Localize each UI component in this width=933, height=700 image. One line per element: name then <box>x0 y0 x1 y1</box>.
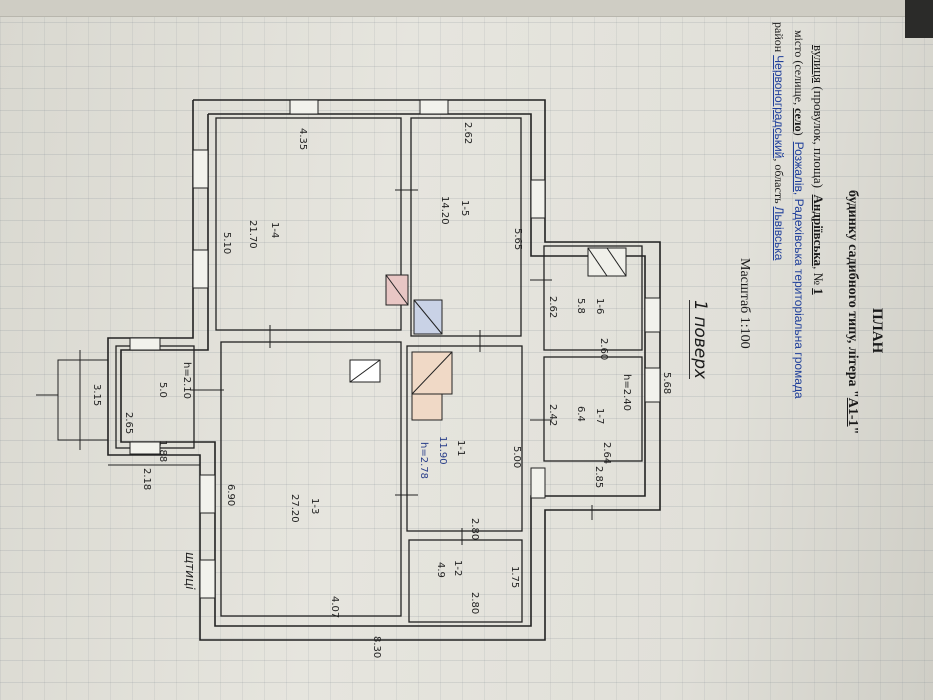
room-walls <box>115 117 643 623</box>
room-1-2-height: 1.75 <box>509 566 520 588</box>
room-1-6-area: 5.8 <box>575 298 586 314</box>
room-1-1-id: 1-1 <box>455 440 466 456</box>
room-1-1-area: 11.90 <box>437 436 448 465</box>
room-1-6-id: 1-6 <box>594 298 605 314</box>
stoves <box>349 247 627 421</box>
room-1-4-width: 4.35 <box>297 128 308 150</box>
room-1-7-height: 2.42 <box>547 404 558 426</box>
room-1-5-id: 1-5 <box>459 200 470 216</box>
dim-porch-small: 3.15 <box>91 384 102 406</box>
room-1-7-width: 2.64 <box>601 442 612 464</box>
room-1-5-height: 5.65 <box>512 228 523 250</box>
room-1-2-area: 4.9 <box>435 562 446 578</box>
dim-porch-bottom: 2.18 <box>141 468 152 490</box>
porch-dims <box>36 350 593 520</box>
door-marks <box>190 189 552 545</box>
room-1-7-area: 6.4 <box>575 406 586 422</box>
room-1-1-width: 2.80 <box>469 518 480 540</box>
room-1-5-width: 2.62 <box>462 122 473 144</box>
room-1-2-width: 2.80 <box>469 592 480 614</box>
room-1-9-width: 1.88 <box>157 440 168 462</box>
room-1-3-height: 6.90 <box>225 484 236 506</box>
room-1-5-area: 14.20 <box>439 196 450 225</box>
room-1-1-height: 5.00 <box>511 446 522 468</box>
room-1-2-id: 1-2 <box>452 560 463 576</box>
dim-annex-right: 2.85 <box>593 466 604 488</box>
room-1-4-area: 21.70 <box>247 220 258 249</box>
room-labels: 1-4 21.70 4.35 5.10 1-5 14.20 2.62 5.65 … <box>91 122 672 658</box>
room-1-7-height-mark: h=2.40 <box>621 374 632 411</box>
porch-label: щтиці <box>183 552 197 590</box>
room-1-6-height: 2.62 <box>547 296 558 318</box>
room-1-3-width: 4.07 <box>329 596 340 618</box>
room-1-9-height-mark: h=2.10 <box>181 362 192 399</box>
room-1-9-height: 2.65 <box>123 412 134 434</box>
outer-walls <box>107 99 661 641</box>
page-corner <box>905 0 933 38</box>
room-1-4-height: 5.10 <box>221 232 232 254</box>
room-1-9-area: 5.0 <box>157 382 168 398</box>
room-1-4-id: 1-4 <box>269 222 280 238</box>
dim-total: 8.30 <box>371 636 382 658</box>
room-1-3-id: 1-3 <box>309 498 320 514</box>
windows <box>129 99 661 599</box>
room-1-6-width: 2.60 <box>598 338 609 360</box>
room-1-1-height-mark: h=2.78 <box>418 442 429 479</box>
dim-right: 5.68 <box>661 372 672 394</box>
room-1-7-id: 1-7 <box>594 408 605 424</box>
room-1-3-area: 27.20 <box>289 494 300 523</box>
notebook-binding <box>0 0 933 17</box>
